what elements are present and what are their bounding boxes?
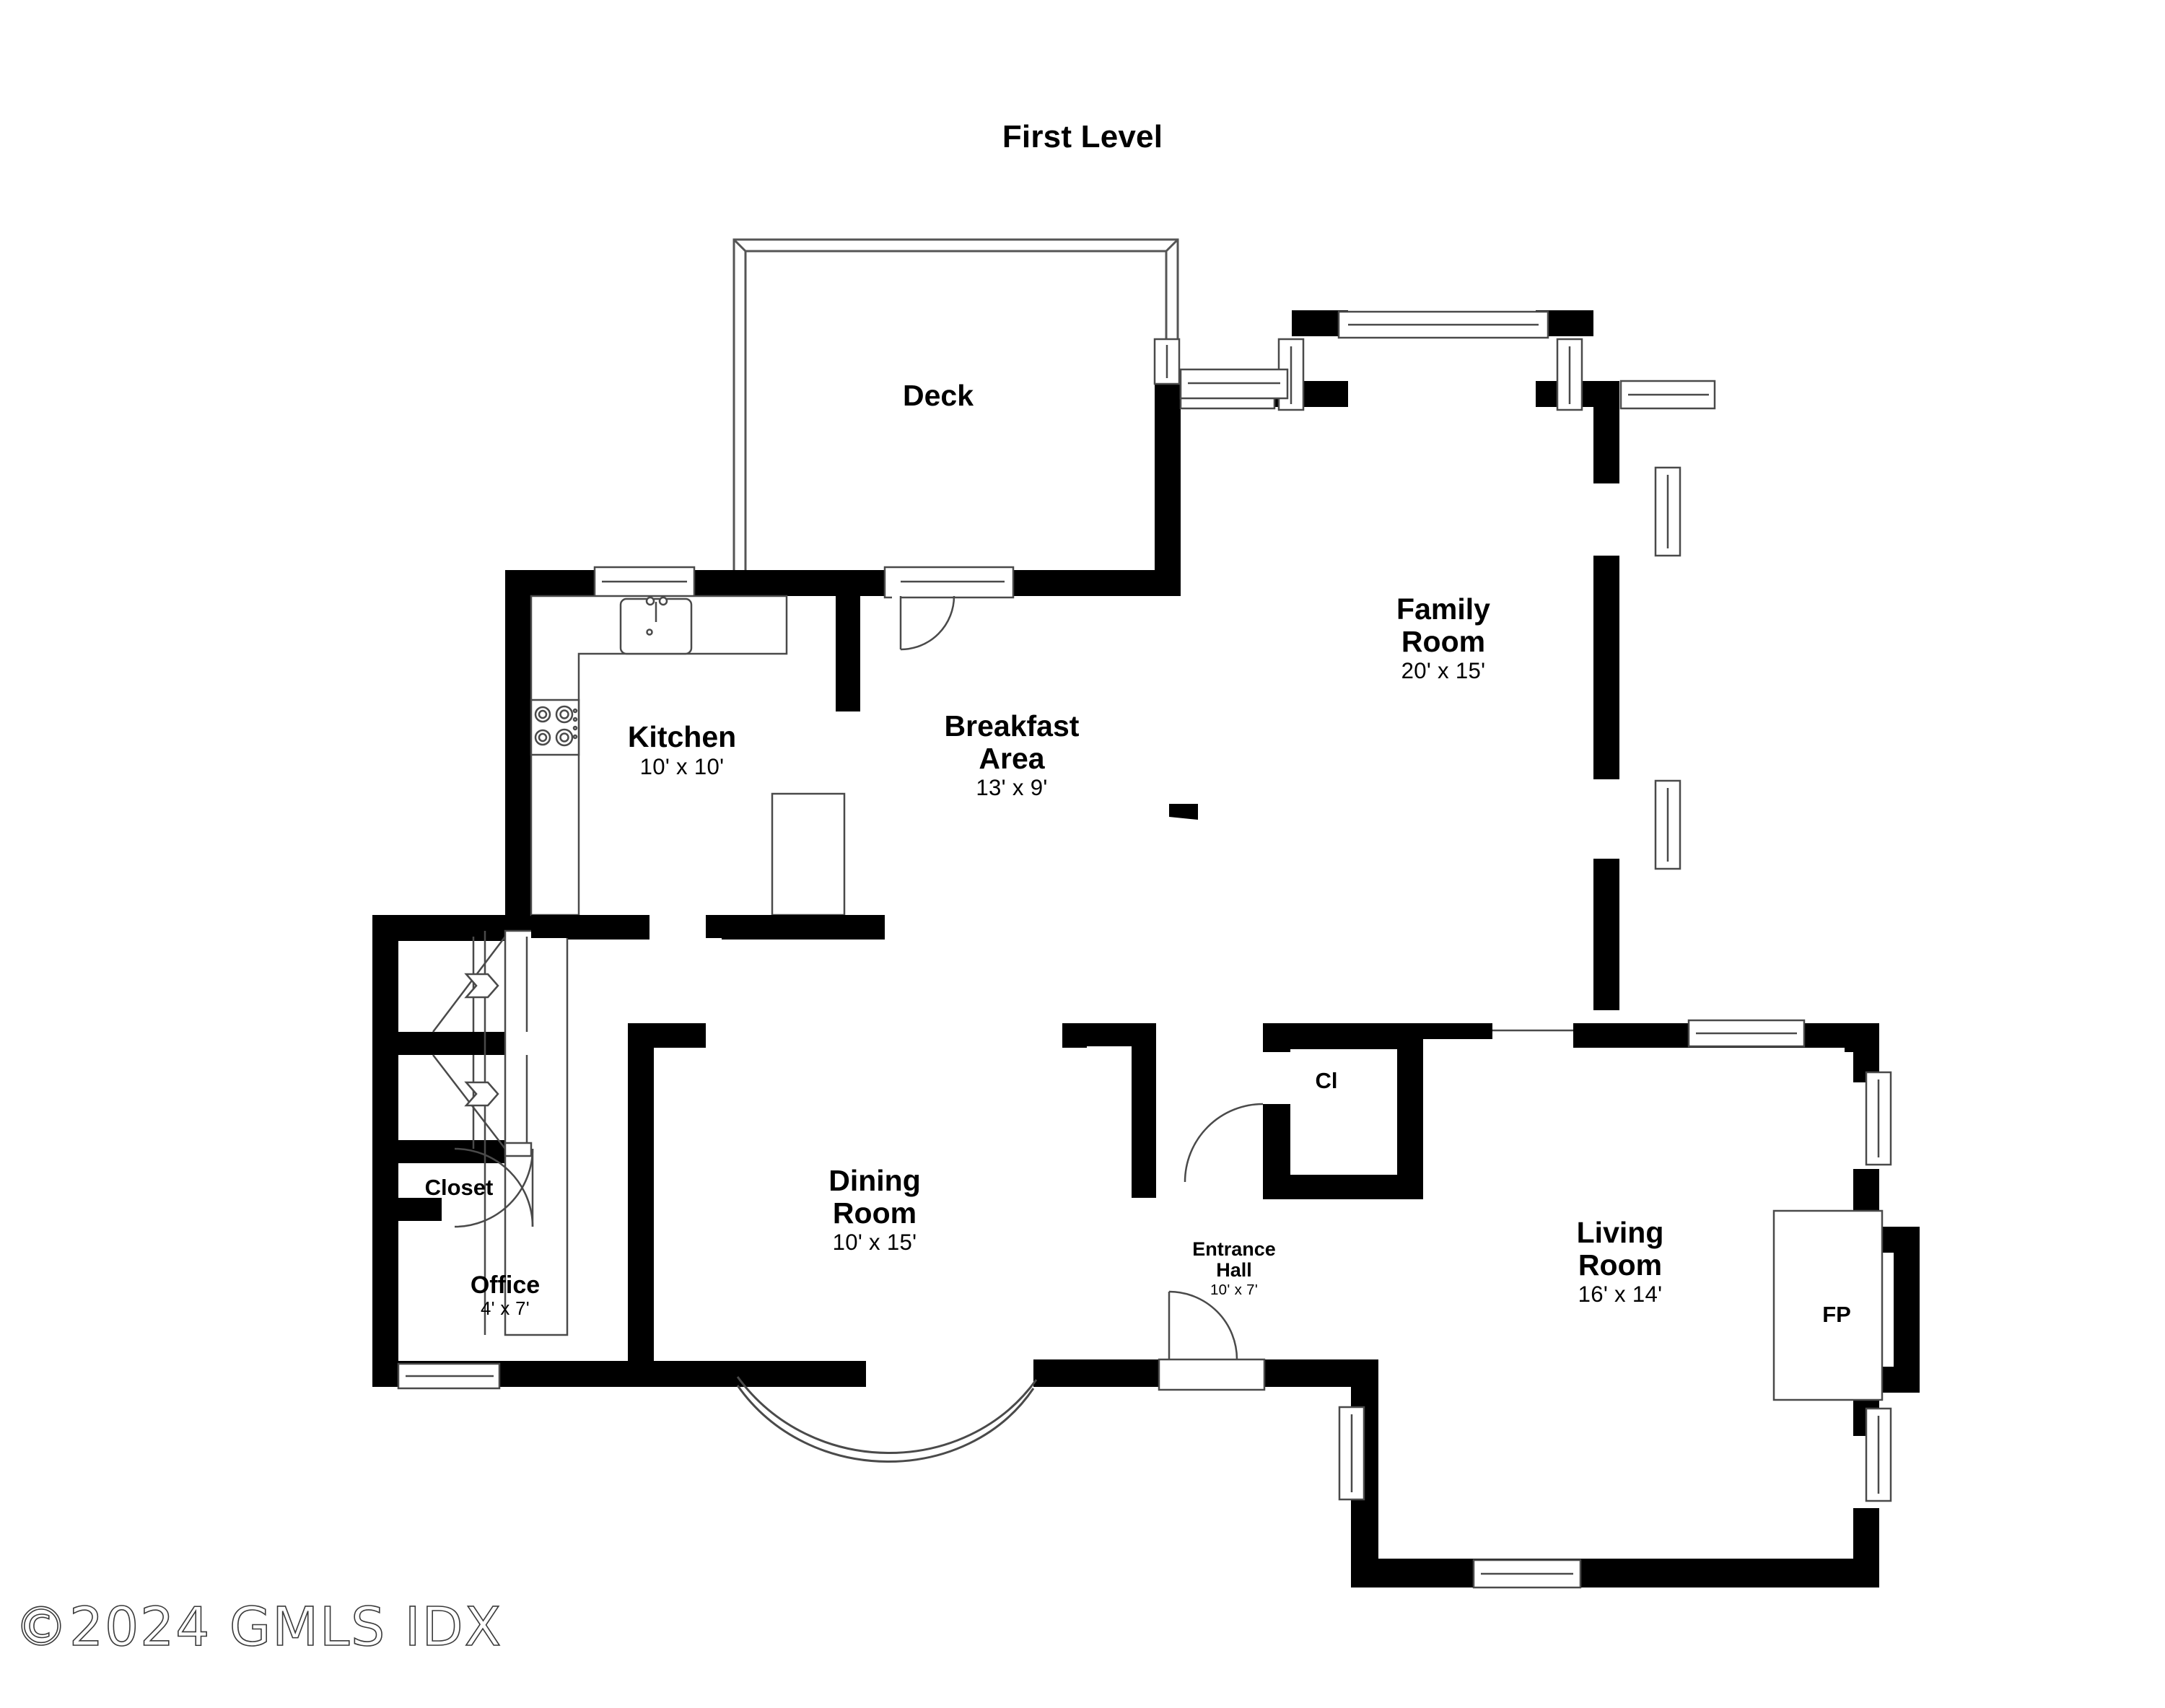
room-label-entrance-hall: Entrance Hall 10' x 7' [1192,1238,1276,1299]
fireplace-hearth [1772,1209,1884,1401]
window-living-left [1338,1406,1365,1501]
room-label-office: Office 4' x 7' [470,1271,541,1320]
kitchen-fixtures [530,595,788,916]
window-kitchen [593,566,696,599]
window-living-right [1865,1407,1892,1502]
column-nub [1169,804,1198,820]
room-label-deck: Deck [902,379,974,413]
window-family-right-upper [1654,466,1681,557]
room-label-coat-closet: Cl [1315,1068,1338,1094]
room-label-dining-room: Dining Room 10' x 15' [828,1164,921,1255]
kitchen-island [771,792,846,916]
window-living-top [1687,1019,1806,1048]
room-label-closet: Closet [424,1175,494,1201]
window-group [397,310,1892,1589]
window-living-right-upper [1865,1071,1892,1166]
copyright-watermark: ©2024 GMLS IDX [14,1595,503,1659]
window-breakfast-deck [883,566,1015,599]
door-front-entrance [1158,1290,1266,1391]
door-deck-breakfast [892,570,955,651]
window-family-top [1337,310,1549,339]
room-label-family-room: Family Room 20' x 15' [1396,592,1490,683]
curved-bay-wall [736,1376,1038,1463]
room-label-kitchen: Kitchen 10' x 10' [627,720,737,779]
window-family-shoulder-right [1619,380,1716,410]
window-living-bottom [1472,1559,1582,1589]
kitchen-sink [619,596,693,655]
room-label-fireplace: FP [1822,1302,1851,1328]
staircase [432,929,569,1336]
deck-outline [732,238,1179,587]
window-family-lower-left [1153,338,1181,385]
window-office [397,1362,501,1390]
page-title: First Level [1002,119,1163,154]
kitchen-range [530,698,580,756]
room-label-living-room: Living Room 16' x 14' [1576,1216,1664,1307]
door-group [454,570,1573,1391]
door-coat-closet [1184,1103,1264,1183]
door-office [454,1147,534,1228]
window-family-bay-right [1556,338,1583,411]
interior-partitions [531,915,1156,1198]
window-family-deck-door [1179,368,1289,400]
window-family-right-lower [1654,779,1681,870]
room-label-breakfast-area: Breakfast Area 13' x 9' [944,709,1080,800]
